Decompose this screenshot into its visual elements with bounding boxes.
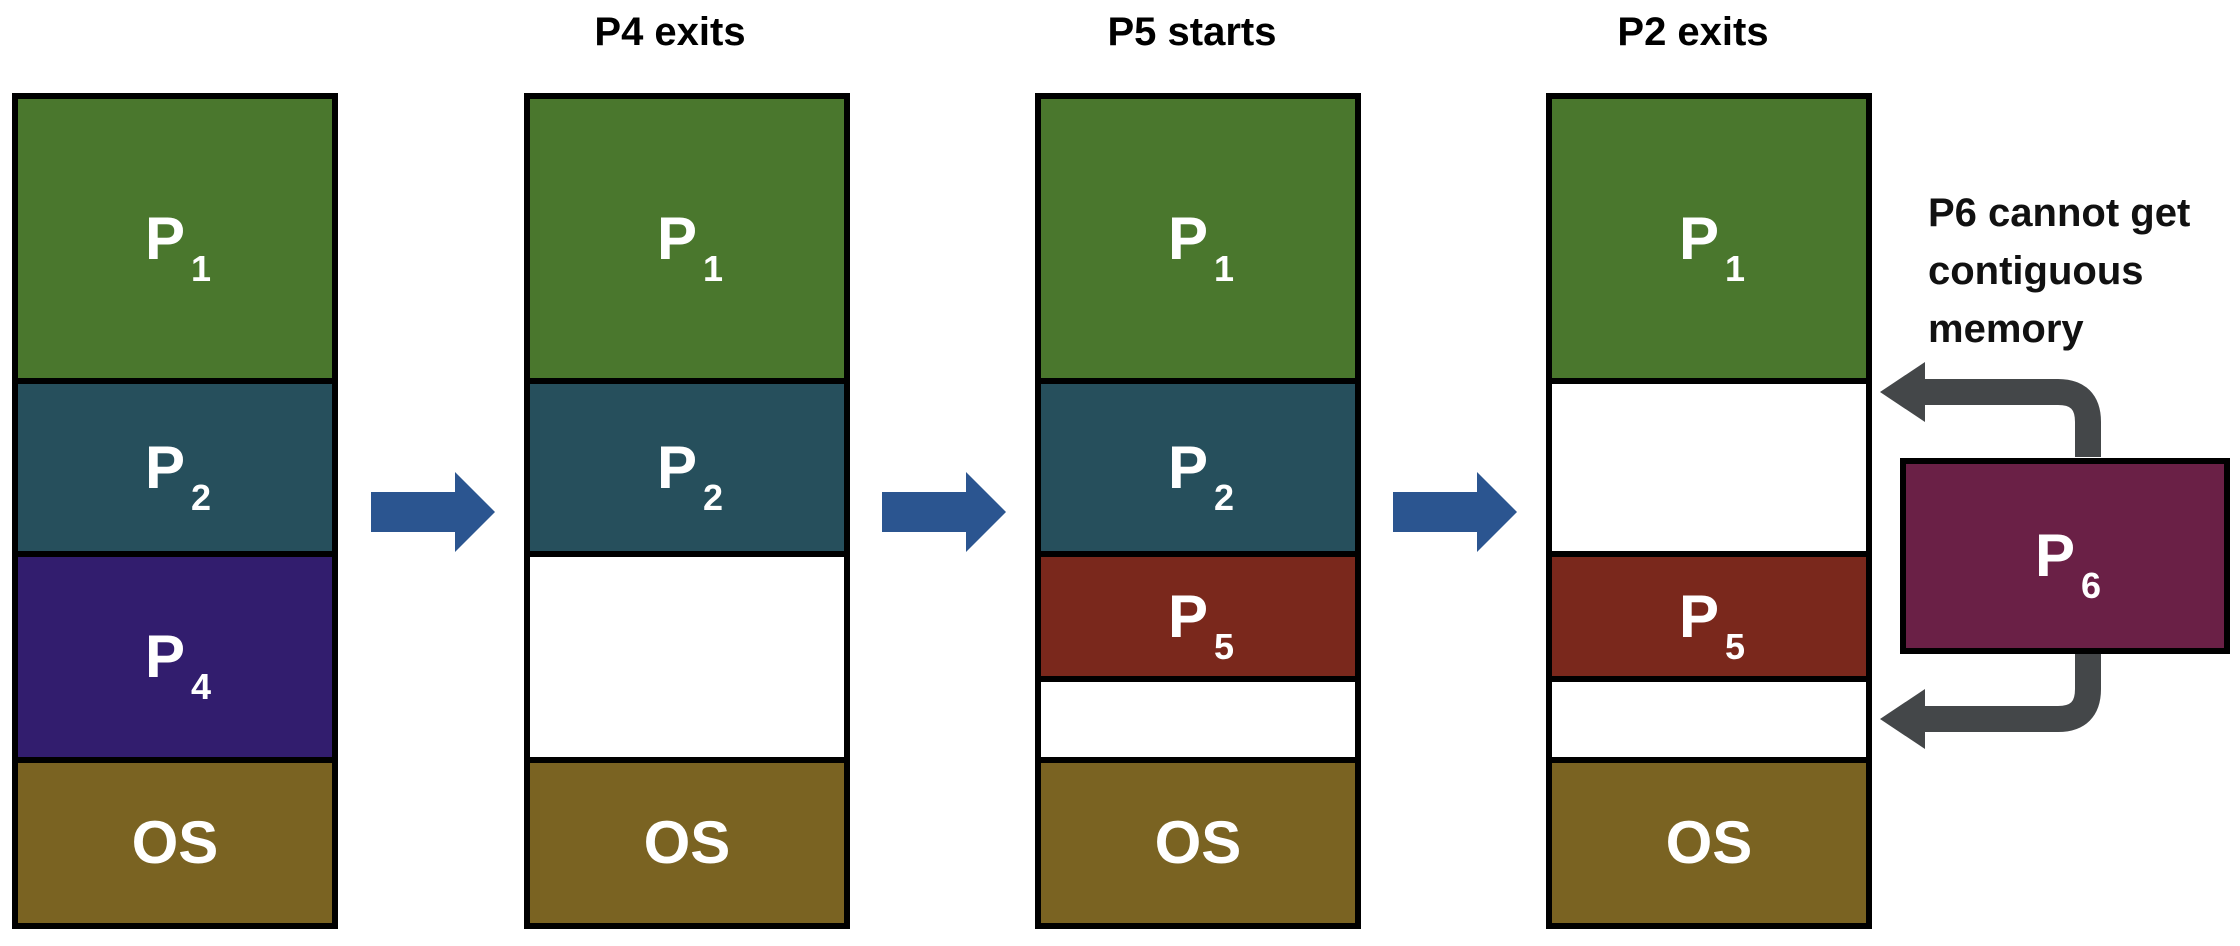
- memory-block-os: OS: [18, 757, 332, 923]
- process-number: 6: [2081, 565, 2102, 606]
- process-number: 1: [191, 247, 212, 289]
- caption-p2-exits: P2 exits: [1617, 10, 1769, 54]
- process-letter: P: [144, 433, 185, 501]
- caption-p4-exits: P4 exits: [594, 10, 746, 54]
- free-memory-block: [1552, 676, 1866, 757]
- process-letter: P: [144, 204, 185, 272]
- free-memory-block: [530, 551, 844, 757]
- free-memory-block: [1552, 378, 1866, 551]
- arrow-right-icon: [371, 472, 495, 552]
- process-letter: P: [1167, 582, 1208, 650]
- process-letter: P: [1167, 204, 1208, 272]
- process-number: 2: [1214, 476, 1235, 518]
- process-label: OS: [644, 813, 731, 873]
- note-line: P6 cannot get: [1928, 191, 2191, 235]
- process-label: OS: [1666, 813, 1753, 873]
- process-number: 1: [703, 247, 724, 289]
- process-number: 1: [1725, 247, 1746, 289]
- caption-p5-starts: P5 starts: [1107, 10, 1277, 54]
- arrow-to-lower-gap: [1925, 654, 2101, 732]
- process-number: 2: [191, 476, 212, 518]
- process-letter: OS: [643, 809, 731, 876]
- process-letter: P: [1167, 433, 1208, 501]
- note-line: contiguous: [1928, 249, 2144, 293]
- process-letter: OS: [1154, 809, 1242, 876]
- p6-note: P6 cannot get contiguous memory: [1928, 184, 2228, 358]
- process-letter: P: [144, 623, 185, 690]
- arrow-left-icon: [1880, 689, 1925, 749]
- process-number: 5: [1214, 625, 1235, 667]
- process-letter: P: [2034, 522, 2075, 589]
- process-number: 4: [191, 666, 212, 707]
- process-letter: P: [1678, 582, 1719, 650]
- memory-block-os: OS: [530, 757, 844, 923]
- p6-fit-arrows: [1880, 362, 2101, 749]
- process-letter: P: [1678, 204, 1719, 272]
- process-number: 2: [703, 476, 724, 518]
- arrow-to-upper-gap: [1925, 379, 2101, 457]
- note-line: memory: [1928, 307, 2084, 351]
- memory-block-os: OS: [1041, 757, 1355, 923]
- arrow-right-icon: [1393, 472, 1517, 552]
- process-letter: P: [656, 204, 697, 272]
- arrow-left-icon: [1880, 362, 1925, 422]
- process-letter: OS: [131, 809, 219, 876]
- process-letter: P: [656, 433, 697, 501]
- process-label: OS: [132, 813, 219, 873]
- process-number: 5: [1725, 625, 1746, 667]
- process-label: OS: [1155, 813, 1242, 873]
- process-number: 1: [1214, 247, 1235, 289]
- free-memory-block: [1041, 676, 1355, 757]
- process-letter: OS: [1665, 809, 1753, 876]
- arrow-right-icon: [882, 472, 1006, 552]
- memory-block-os: OS: [1552, 757, 1866, 923]
